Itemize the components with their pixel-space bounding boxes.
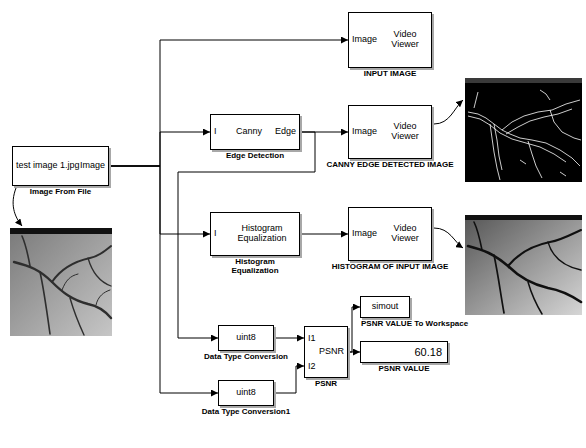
block-caption: Data Type Conversion bbox=[204, 353, 288, 362]
signal-line bbox=[178, 132, 315, 338]
video-viewer-block: ImageVideo ViewerHISTOGRAM OF INPUT IMAG… bbox=[348, 207, 432, 261]
port-label: I bbox=[214, 127, 217, 137]
signal-line bbox=[348, 352, 360, 353]
histogram-equalization-block: IHistogram EqualizationHistogram Equaliz… bbox=[210, 212, 300, 256]
port-label: Image bbox=[352, 229, 377, 239]
port-label: Image bbox=[352, 35, 377, 45]
port-label: Edge bbox=[275, 127, 296, 137]
block-caption: HISTOGRAM OF INPUT IMAGE bbox=[332, 263, 449, 272]
block-caption: Histogram Equalization bbox=[222, 258, 288, 276]
leader-arrow bbox=[434, 228, 463, 248]
signal-line bbox=[274, 366, 304, 393]
port-label: I2 bbox=[308, 362, 316, 372]
data-type-conversion-block: uint8Data Type Conversion bbox=[218, 325, 274, 351]
edge-image bbox=[465, 78, 582, 182]
display-block: 60.18PSNR VALUE bbox=[360, 341, 448, 363]
signal-line bbox=[109, 166, 218, 393]
block-caption: PSNR bbox=[315, 380, 337, 389]
signal-line bbox=[348, 307, 360, 352]
psnr-block: I1I2PSNRPSNR bbox=[304, 326, 348, 378]
canny-edge-block: ICannyEdgeEdge Detection bbox=[210, 114, 300, 150]
signal-line bbox=[300, 234, 348, 235]
block-caption: Edge Detection bbox=[226, 152, 284, 161]
data-type-conversion-block: uint8Data Type Conversion1 bbox=[218, 380, 274, 406]
block-name: Video Viewer bbox=[384, 30, 426, 50]
leader-arrow bbox=[13, 188, 22, 226]
block-caption: Data Type Conversion1 bbox=[202, 408, 290, 417]
port-label: Image bbox=[80, 161, 105, 171]
image-from-file-block: test image 1.jpgImageImage From File bbox=[12, 146, 109, 186]
equalized-image bbox=[465, 215, 582, 315]
port-label: I1 bbox=[308, 334, 316, 344]
input-angiogram bbox=[10, 228, 112, 336]
to-workspace-block: simoutPSNR VALUE To Workspace bbox=[360, 296, 410, 318]
block-name: uint8 bbox=[236, 333, 256, 343]
signal-line bbox=[109, 132, 210, 166]
display-value: 60.18 bbox=[414, 346, 442, 358]
block-name: uint8 bbox=[236, 388, 256, 398]
block-name: Histogram Equalization bbox=[230, 224, 294, 244]
video-viewer-block: ImageVideo ViewerCANNY EDGE DETECTED IMA… bbox=[348, 105, 432, 159]
block-caption: Image From File bbox=[30, 188, 91, 197]
port-label: test image 1.jpg bbox=[16, 161, 80, 171]
block-caption: PSNR VALUE bbox=[379, 365, 430, 374]
port-label: PSNR bbox=[319, 347, 344, 357]
video-viewer-block: ImageVideo ViewerINPUT IMAGE bbox=[348, 12, 432, 68]
block-caption: PSNR VALUE To Workspace bbox=[361, 320, 468, 329]
signal-line bbox=[109, 40, 348, 166]
block-name: Canny bbox=[236, 127, 262, 137]
signal-line bbox=[274, 338, 304, 339]
port-label: I bbox=[214, 229, 217, 239]
block-name: simout bbox=[372, 302, 399, 312]
block-name: Video Viewer bbox=[384, 224, 426, 244]
port-label: Image bbox=[352, 127, 377, 137]
block-caption: CANNY EDGE DETECTED IMAGE bbox=[327, 161, 454, 170]
block-name: Video Viewer bbox=[384, 122, 426, 142]
block-caption: INPUT IMAGE bbox=[364, 70, 416, 79]
leader-arrow bbox=[434, 100, 463, 124]
